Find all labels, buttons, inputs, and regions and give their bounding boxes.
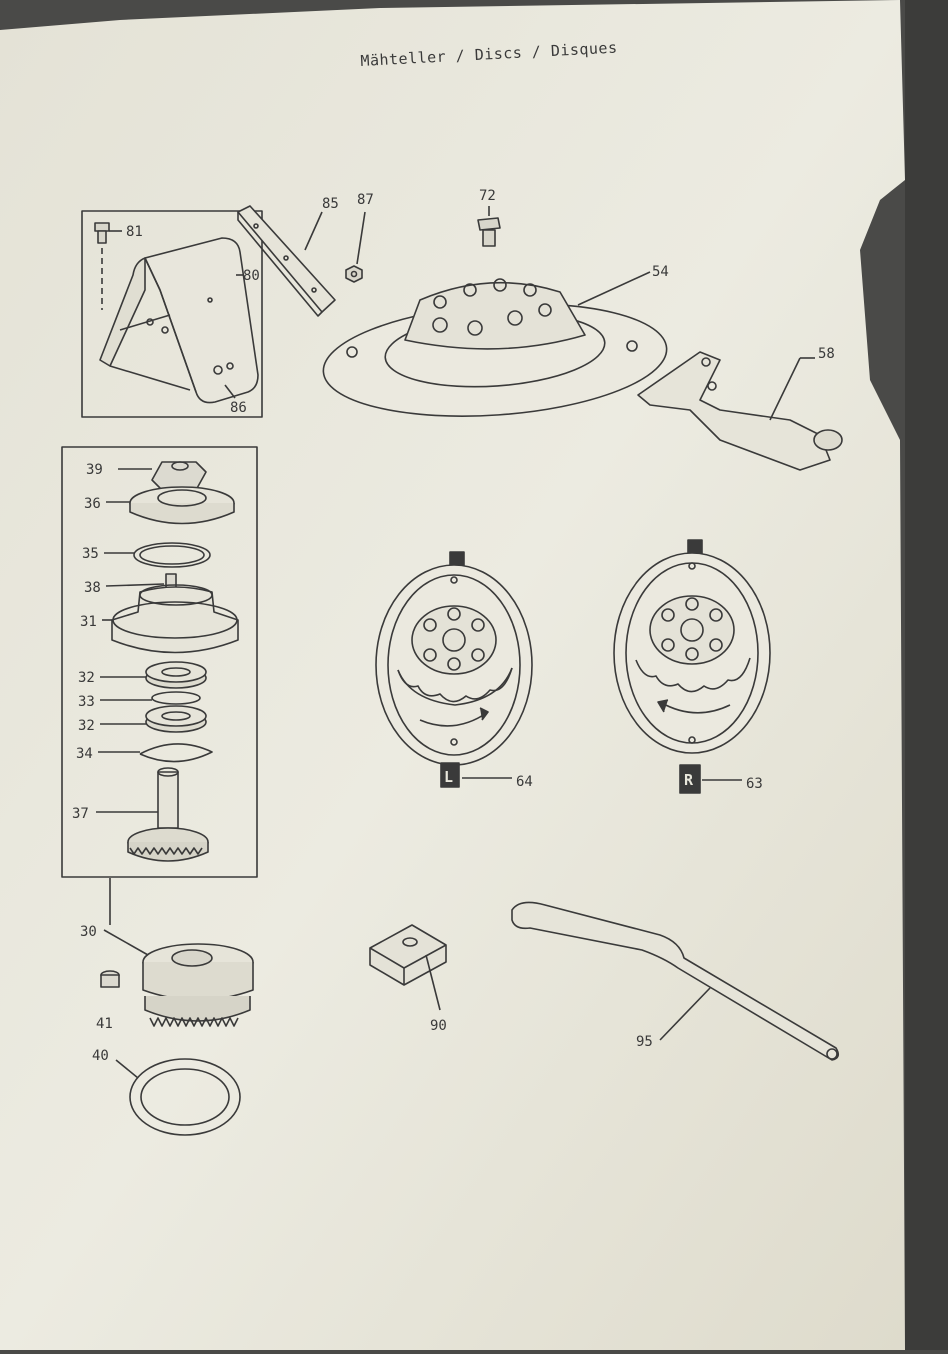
bearing-32-icon xyxy=(145,661,207,689)
disc-left-icon xyxy=(375,551,533,788)
bearing-32b-icon xyxy=(145,705,207,733)
bracket-58-icon xyxy=(637,351,843,471)
callout-72: 72 xyxy=(479,188,496,204)
circlip-34-icon xyxy=(139,743,213,763)
callout-80: 80 xyxy=(243,268,260,284)
callout-31: 31 xyxy=(80,614,97,630)
callout-85: 85 xyxy=(322,196,339,212)
gasket-40-icon xyxy=(129,1058,241,1136)
callout-58: 58 xyxy=(818,346,835,362)
flange-36-icon xyxy=(129,486,235,525)
callout-33: 33 xyxy=(78,694,95,710)
callout-40: 40 xyxy=(92,1048,109,1064)
callout-81: 81 xyxy=(126,224,143,240)
housing-31-icon xyxy=(111,584,239,654)
bolt-72-icon xyxy=(477,217,501,247)
callout-63: 63 xyxy=(746,776,763,792)
callout-54: 54 xyxy=(652,264,669,280)
block-90-icon xyxy=(369,924,447,986)
callout-41: 41 xyxy=(96,1016,113,1032)
disc-54-icon xyxy=(322,278,668,417)
bolt-81-icon xyxy=(94,222,110,310)
callout-38: 38 xyxy=(84,580,101,596)
wrench-95-icon xyxy=(511,901,840,1061)
ring-35-icon xyxy=(133,542,211,568)
binder-edge xyxy=(905,0,948,1350)
callout-32a: 32 xyxy=(78,670,95,686)
callout-86: 86 xyxy=(230,400,247,416)
hub-30-icon xyxy=(142,943,254,1027)
bracket-80-icon xyxy=(99,237,259,404)
callout-39: 39 xyxy=(86,462,103,478)
callout-37: 37 xyxy=(72,806,89,822)
callout-35: 35 xyxy=(82,546,99,562)
hub-frame xyxy=(61,446,258,878)
nut-39-icon xyxy=(151,461,207,491)
spacer-33-icon xyxy=(151,691,201,705)
callout-36: 36 xyxy=(84,496,101,512)
strip-85-icon xyxy=(237,205,336,317)
callout-87: 87 xyxy=(357,192,374,208)
disc-tag-right: R xyxy=(684,771,694,789)
nut-41-icon xyxy=(100,970,120,988)
shaft-37-icon xyxy=(127,767,209,862)
callout-30: 30 xyxy=(80,924,97,940)
callout-34: 34 xyxy=(76,746,93,762)
callout-32b: 32 xyxy=(78,718,95,734)
callout-95: 95 xyxy=(636,1034,653,1050)
disc-right-icon xyxy=(613,539,771,794)
callout-64: 64 xyxy=(516,774,533,790)
callout-90: 90 xyxy=(430,1018,447,1034)
nut-87-icon xyxy=(345,265,363,283)
bracket-frame xyxy=(81,210,263,418)
disc-tag-left: L xyxy=(444,768,453,786)
